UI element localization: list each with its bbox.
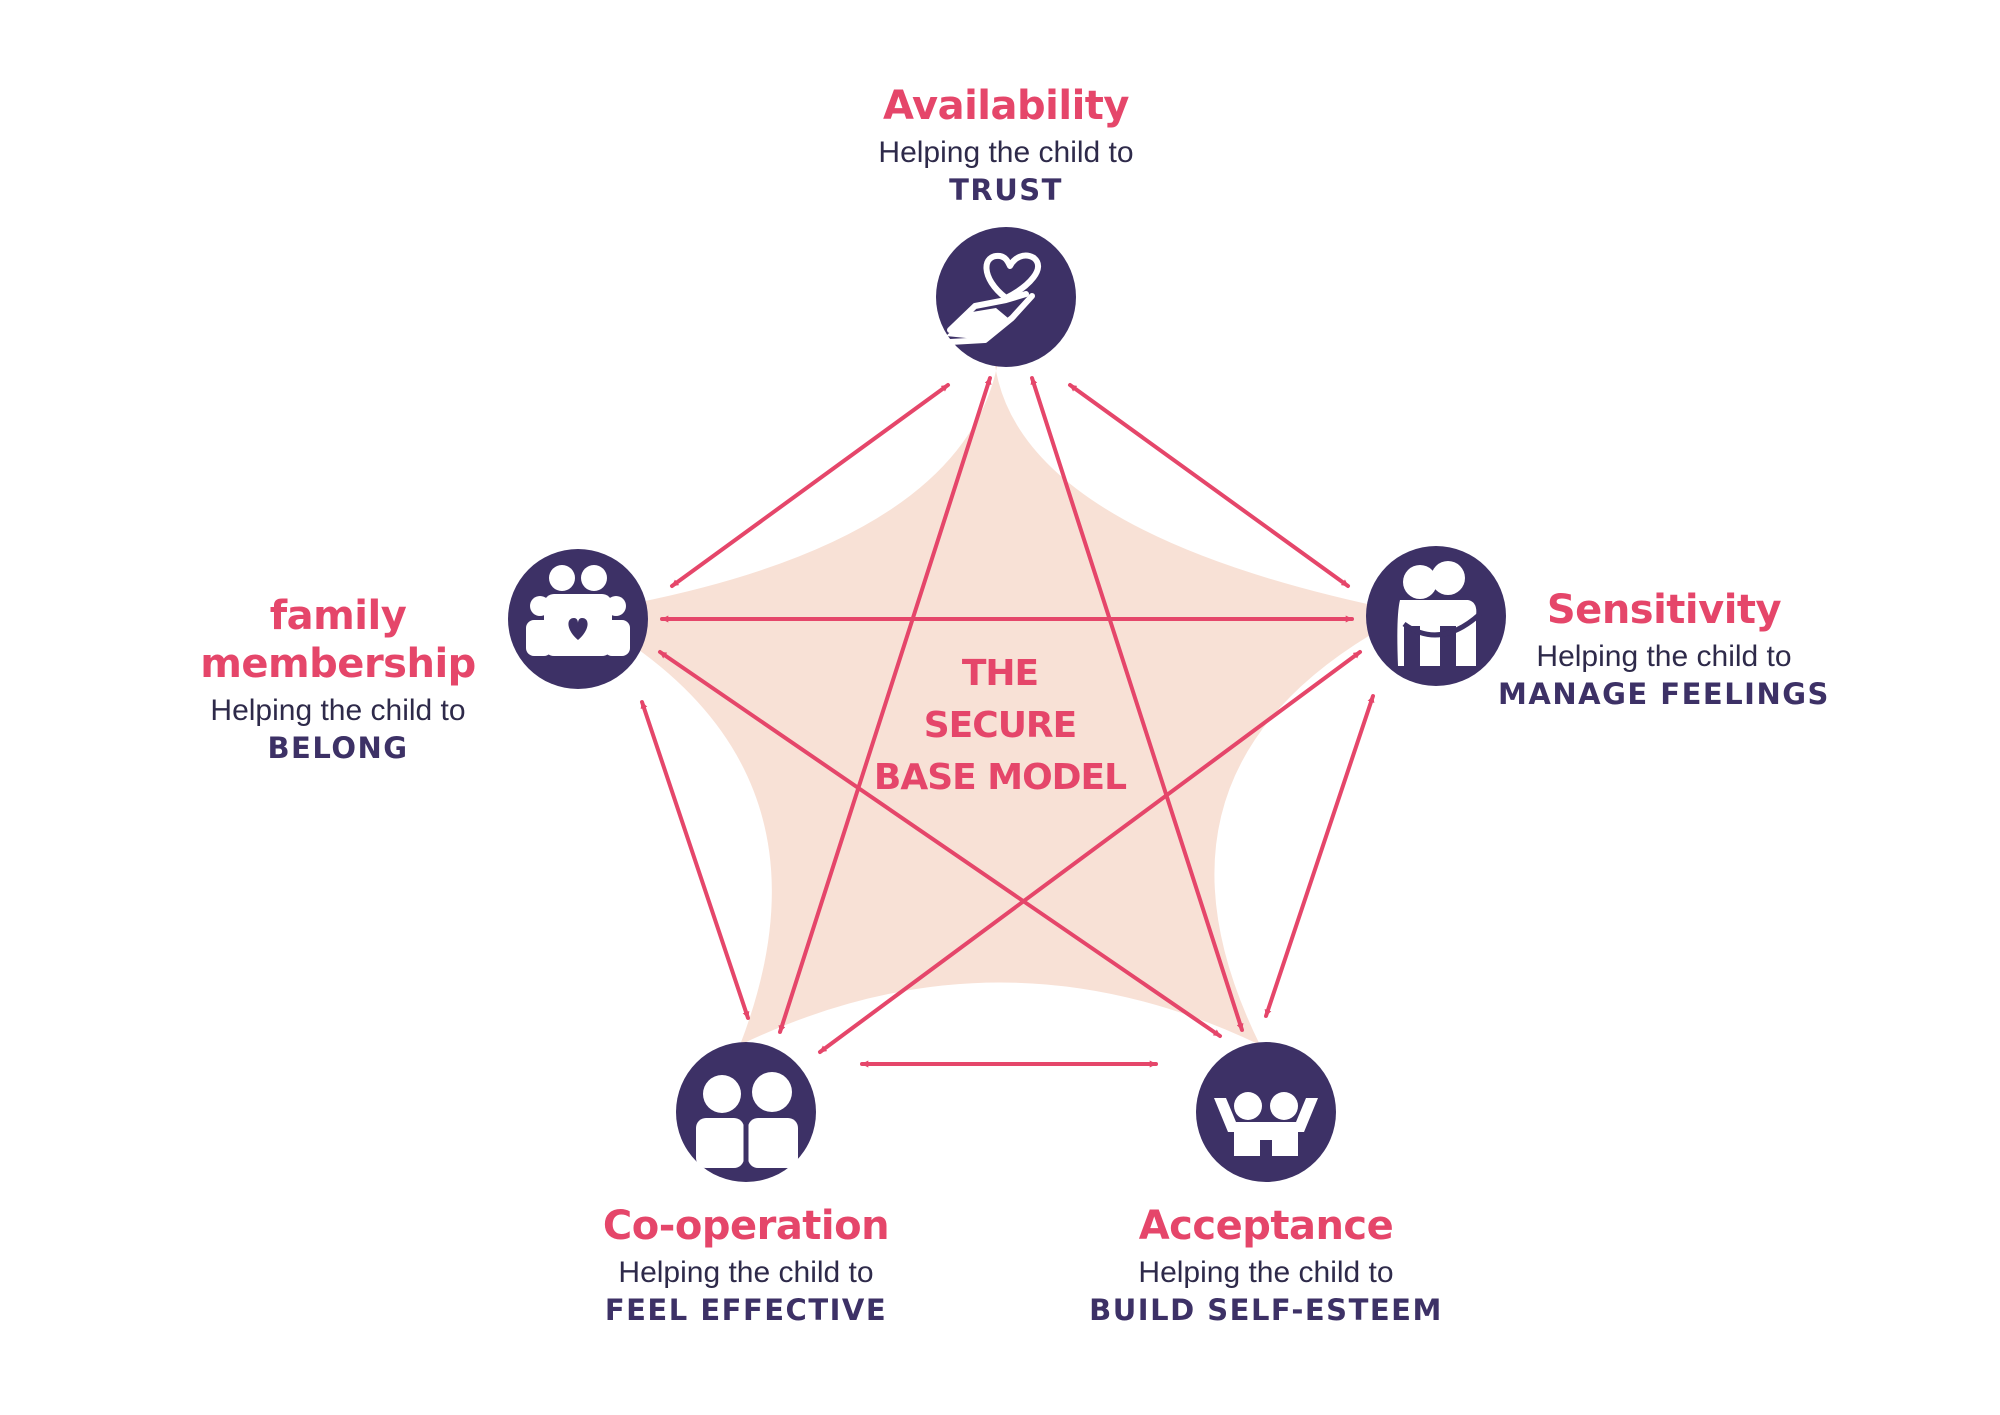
center-title-line-3: BASE MODEL	[873, 757, 1127, 798]
heart-in-hand-icon	[947, 252, 1042, 345]
center-title-line-2: SECURE	[923, 705, 1077, 746]
node-subtitle: Helping the child to	[1138, 1256, 1394, 1289]
center-title: THE SECURE BASE MODEL	[850, 648, 1150, 804]
node-goal: MANAGE FEELINGS	[1498, 677, 1830, 711]
node-subtitle: Helping the child to	[878, 136, 1134, 169]
node-sensitivity	[1366, 546, 1506, 686]
node-cooperation	[676, 1042, 816, 1182]
label-family: family membership Helping the child to B…	[78, 592, 598, 766]
two-people-icon	[696, 1072, 798, 1168]
label-sensitivity: Sensitivity Helping the child to MANAGE …	[1404, 586, 1924, 712]
arrow-sensitivity-acceptance	[1264, 694, 1375, 1018]
node-title-line-1: family	[269, 593, 407, 639]
node-acceptance	[1196, 1042, 1336, 1182]
hugging-people-icon	[1397, 561, 1482, 666]
node-title-line-2: membership	[200, 641, 476, 687]
family-heart-icon	[526, 565, 630, 656]
node-availability	[936, 227, 1076, 367]
node-goal: TRUST	[949, 173, 1063, 207]
label-acceptance: Acceptance Helping the child to BUILD SE…	[1006, 1202, 1526, 1328]
node-goal: BELONG	[267, 731, 409, 765]
node-goal: BUILD SELF-ESTEEM	[1089, 1293, 1443, 1327]
node-title: Co-operation	[602, 1203, 890, 1249]
node-title: Sensitivity	[1546, 587, 1782, 633]
node-title: Availability	[883, 83, 1129, 129]
node-subtitle: Helping the child to	[618, 1256, 874, 1289]
cheering-people-icon	[1214, 1092, 1318, 1156]
arrow-family-cooperation	[640, 700, 750, 1020]
node-family	[508, 549, 648, 689]
node-subtitle: Helping the child to	[210, 694, 466, 727]
node-goal: FEEL EFFECTIVE	[604, 1293, 888, 1327]
node-subtitle: Helping the child to	[1536, 640, 1792, 673]
label-cooperation: Co-operation Helping the child to FEEL E…	[486, 1202, 1006, 1328]
node-title: Acceptance	[1138, 1203, 1394, 1249]
center-title-line-1: THE	[961, 653, 1039, 694]
label-availability: Availability Helping the child to TRUST	[746, 82, 1266, 208]
